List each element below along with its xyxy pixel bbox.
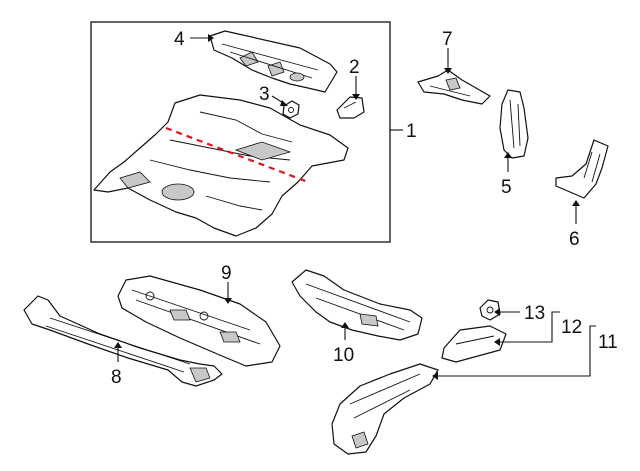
part-9-crossmember[interactable] bbox=[117, 275, 281, 367]
part-7-bracket[interactable] bbox=[417, 69, 491, 105]
leader-lines bbox=[117, 37, 596, 377]
part-1-floor-pan[interactable] bbox=[93, 94, 349, 237]
callout-7: 7 bbox=[442, 29, 453, 50]
callout-3: 3 bbox=[259, 84, 270, 105]
callout-10: 10 bbox=[333, 345, 354, 366]
section-cut-line bbox=[165, 126, 309, 184]
callout-6: 6 bbox=[569, 229, 580, 250]
callout-11: 11 bbox=[598, 332, 618, 353]
callout-13: 13 bbox=[524, 303, 545, 324]
callout-9: 9 bbox=[221, 263, 232, 284]
part-4-cross-panel[interactable] bbox=[209, 30, 338, 93]
part-8-crossmember[interactable] bbox=[23, 295, 223, 387]
callout-5: 5 bbox=[501, 177, 512, 198]
part-11-rear-side-member[interactable] bbox=[331, 363, 439, 455]
callout-4: 4 bbox=[174, 29, 185, 50]
callout-8: 8 bbox=[111, 367, 122, 388]
arrowheads bbox=[114, 34, 580, 380]
part-10-side-member[interactable] bbox=[291, 269, 423, 341]
callout-1: 1 bbox=[406, 121, 417, 142]
assembly-frame bbox=[90, 21, 391, 243]
callout-12: 12 bbox=[561, 317, 582, 338]
part-6-bracket[interactable] bbox=[555, 139, 609, 199]
part-5-bracket[interactable] bbox=[499, 89, 529, 159]
leader-12 bbox=[500, 311, 560, 343]
leader-11 bbox=[438, 325, 596, 377]
callout-2: 2 bbox=[349, 57, 360, 78]
part-2-bracket[interactable] bbox=[336, 96, 365, 119]
part-12-reinforcement[interactable] bbox=[441, 325, 507, 363]
